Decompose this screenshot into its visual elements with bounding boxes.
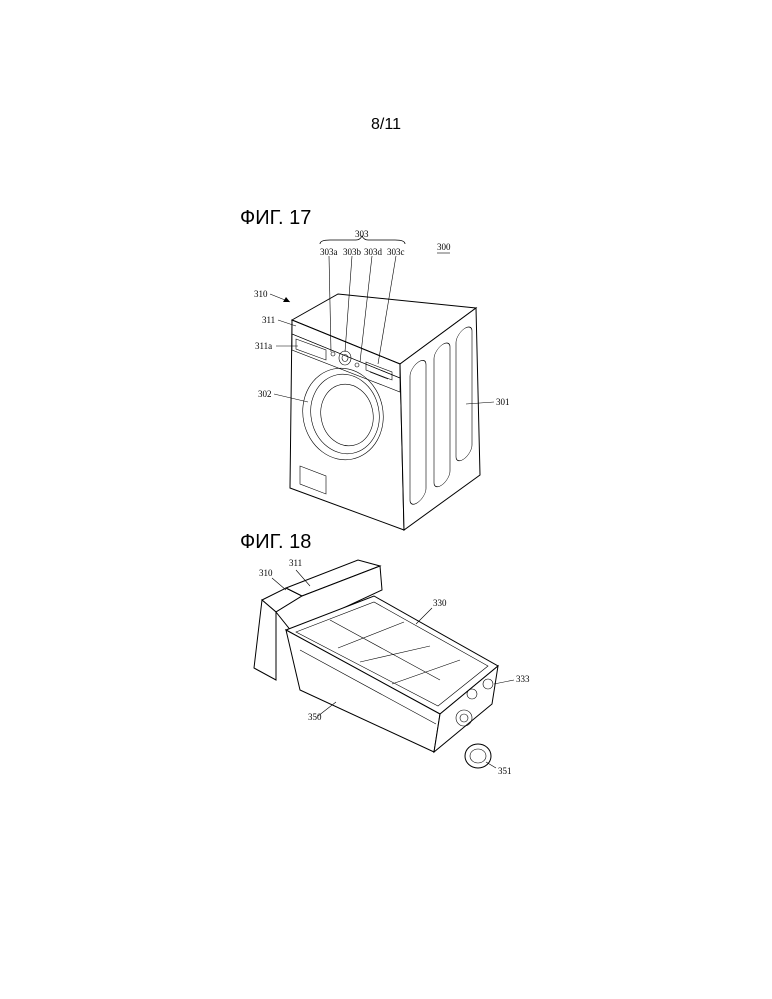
leader-330 [416,608,432,624]
label-330: 330 [433,598,447,608]
leader-310 [272,578,286,590]
outlet-pipe [465,744,491,768]
label-303: 303 [355,229,369,239]
label-310: 310 [254,289,268,299]
leader-333 [494,680,514,684]
label-333: 333 [516,674,530,684]
label-310: 310 [259,568,273,578]
label-301: 301 [496,397,510,407]
label-351: 351 [498,766,512,776]
label-303c: 303c [387,247,405,257]
label-303b: 303b [343,247,362,257]
washing-machine-drawing [290,294,480,530]
detergent-drawer-drawing [254,560,498,768]
leader-351 [486,762,496,768]
label-302: 302 [258,389,272,399]
label-350: 350 [308,712,322,722]
label-303d: 303d [364,247,383,257]
label-311: 311 [289,558,302,568]
label-300: 300 [437,242,451,252]
label-311a: 311a [255,341,272,351]
drawer-handle-front [254,600,276,680]
label-303a: 303a [320,247,338,257]
label-311: 311 [262,315,275,325]
